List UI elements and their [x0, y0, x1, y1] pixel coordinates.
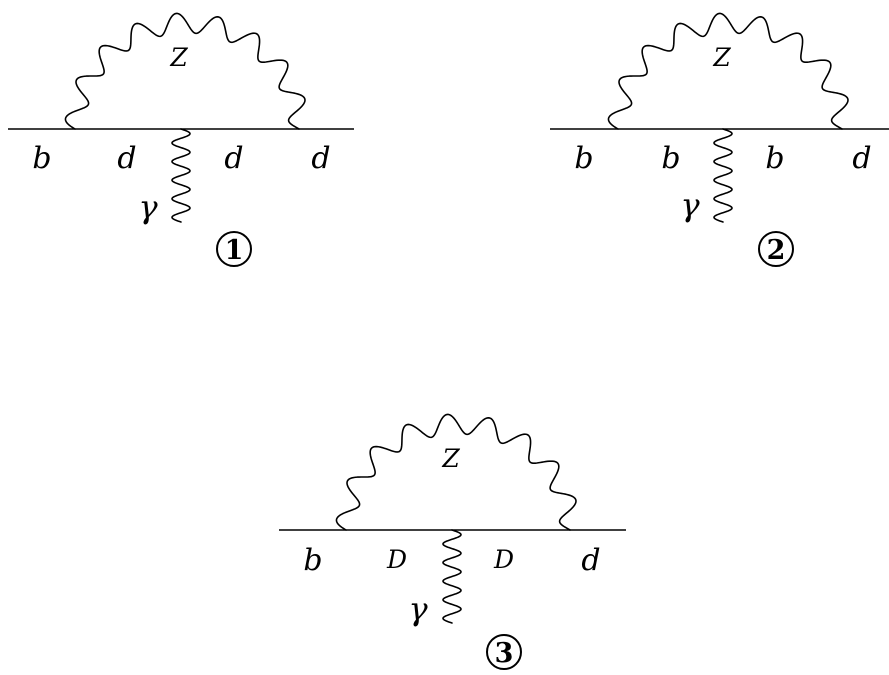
- diagram-number: 2: [767, 235, 786, 266]
- photon-line: [713, 128, 733, 223]
- z-boson-label: Z: [441, 444, 460, 473]
- photon-label: γ: [138, 188, 158, 226]
- fermion-label-4: d: [581, 543, 600, 578]
- z-boson-propagator: [607, 12, 849, 130]
- diagram-2: Z b b b d γ 2: [550, 12, 889, 267]
- z-boson-propagator: [335, 413, 577, 531]
- diagram-number-circle: [216, 231, 252, 267]
- photon-label: γ: [408, 590, 428, 628]
- fermion-label-4: d: [311, 141, 330, 176]
- fermion-label-1: b: [32, 141, 51, 176]
- diagram-number-circle: [758, 231, 794, 267]
- diagram-number: 1: [225, 235, 244, 266]
- diagram-number-circle: [486, 634, 522, 670]
- fermion-label-2: b: [661, 141, 680, 176]
- fermion-label-3: d: [224, 141, 243, 176]
- diagram-3: Z b D D d γ 3: [279, 413, 626, 670]
- fermion-label-3: b: [765, 141, 784, 176]
- fermion-label-2: D: [386, 545, 407, 574]
- fermion-label-2: d: [117, 141, 136, 176]
- fermion-label-1: b: [574, 141, 593, 176]
- fermion-label-1: b: [303, 543, 322, 578]
- z-boson-propagator: [64, 12, 306, 130]
- fermion-label-4: d: [852, 141, 871, 176]
- photon-line: [442, 529, 462, 624]
- photon-label: γ: [680, 186, 700, 224]
- diagram-1: Z b d d d γ 1: [8, 12, 354, 267]
- photon-line: [171, 128, 191, 223]
- z-boson-label: Z: [169, 43, 188, 72]
- fermion-label-3: D: [493, 545, 514, 574]
- z-boson-label: Z: [712, 43, 731, 72]
- diagram-number: 3: [495, 638, 514, 669]
